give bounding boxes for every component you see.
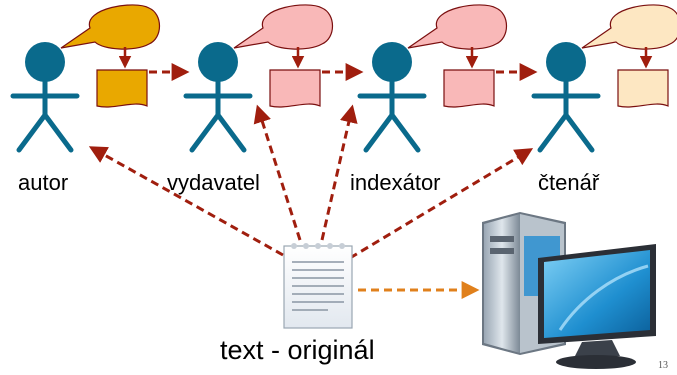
page-number: 13 [658,360,668,371]
caption-text-original: text - originál [220,335,375,365]
actor-vydavatel [183,4,334,153]
document-icon [443,69,495,108]
actor-label-autor: autor [18,170,69,195]
actor-autor [10,4,161,153]
document-icon [96,69,148,108]
actor-label-ctenar: čtenář [538,170,600,195]
arrow-text-to-vydavatel [253,104,302,241]
actor-indexator [357,4,508,153]
actor-label-vydavatel: vydavatel [167,170,260,195]
text-document-icon [283,243,353,329]
stick-figure-icon [357,42,427,153]
arrow-text-to-autor [88,146,284,257]
speech-bubble-icon [581,4,677,50]
source-arrows [88,104,534,260]
desktop-computer-icon [482,212,656,369]
arrow-text-to-indexator [320,104,358,241]
speech-bubble-icon [233,4,334,50]
stick-figure-icon [183,42,253,153]
arrow-text-to-ctenar [349,148,534,260]
stick-figure-icon [531,42,601,153]
actor-ctenar [531,4,677,153]
speech-bubble-icon [60,4,161,50]
stick-figure-icon [10,42,80,153]
document-icon [269,69,321,108]
actor-label-indexator: indexátor [350,170,441,195]
document-icon [617,69,669,108]
speech-bubble-icon [407,4,508,50]
